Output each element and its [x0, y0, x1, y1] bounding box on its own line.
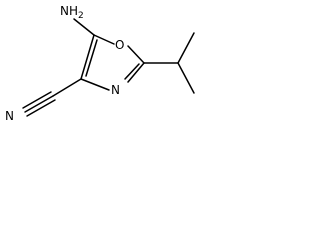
molecule-structure: NH2 O N N: [5, 4, 195, 123]
bond-nitrile-3: [26, 99, 56, 117]
amine-subscript: 2: [78, 11, 84, 21]
bond-n3-c4: [80, 78, 110, 91]
bond-nitrile-2: [22, 91, 52, 109]
bond-ch-me-bottom: [177, 62, 195, 94]
bond-c5-o1: [93, 34, 115, 45]
bond-c4-c5-double: [85, 39, 98, 77]
bond-c4-c5: [80, 34, 95, 80]
ring-oxygen-label: O: [115, 38, 124, 52]
bond-c2-n3: [127, 62, 145, 83]
nitrile-nitrogen-label: N: [5, 109, 14, 123]
bond-c4-cn: [52, 78, 82, 97]
amine-label: NH2: [60, 4, 84, 21]
bond-ch-me-top: [177, 32, 195, 64]
ring-nitrogen-label: N: [111, 83, 120, 97]
bond-nitrile-1: [24, 95, 54, 113]
bond-c2-n3-double: [124, 63, 140, 80]
amine-main-text: NH: [60, 4, 78, 18]
bond-o1-c2: [127, 45, 145, 64]
bond-c5-nh2: [73, 18, 95, 36]
